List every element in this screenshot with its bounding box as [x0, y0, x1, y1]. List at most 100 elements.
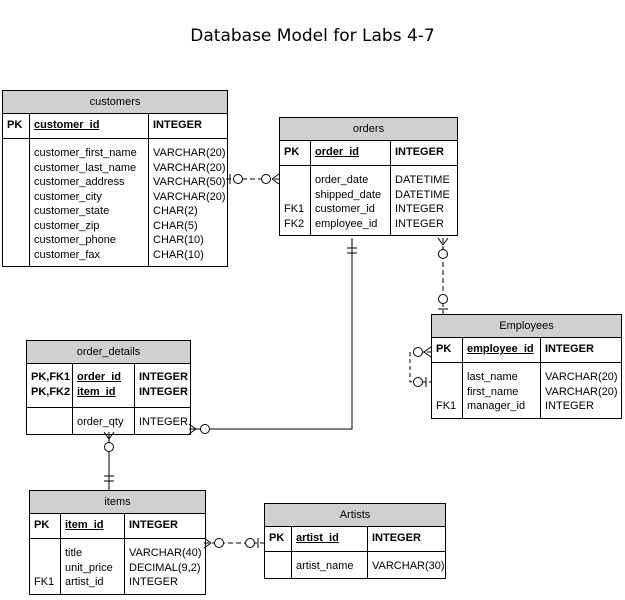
field-type: DATETIME — [395, 188, 450, 201]
attribute-prefixes — [3, 139, 30, 266]
pk-field-type: INTEGER — [139, 371, 188, 383]
entity-orders-header: orders — [280, 118, 457, 141]
attribute-names: title unit_price artist_id — [61, 539, 125, 594]
pk-field-type: INTEGER — [372, 532, 421, 544]
attribute-prefixes: FK1 FK2 — [280, 166, 311, 235]
pk-label: PK — [432, 338, 463, 362]
entity-employees-pk-row: PK employee_id INTEGER — [432, 338, 621, 363]
attribute-types: INTEGER — [135, 408, 188, 434]
field-type: CHAR(2) — [153, 205, 198, 217]
entity-order-details-header: order_details — [27, 341, 190, 364]
attribute-types: VARCHAR(30) — [368, 552, 445, 578]
attribute-prefixes — [265, 552, 292, 578]
fk-label: FK1 — [436, 400, 457, 412]
field-name: manager_id — [467, 400, 526, 412]
field-type: DECIMAL(9,2) — [129, 561, 201, 574]
relationship-customers-orders — [226, 173, 280, 185]
pk-field-name: customer_id — [30, 114, 149, 138]
fk-label: FK2 — [284, 217, 305, 230]
entity-artists-pk-row: PK artist_id INTEGER — [265, 527, 445, 552]
field-name: customer_phone — [34, 234, 116, 246]
field-name: customer_city — [34, 190, 102, 203]
pk-field-name: order_id — [77, 371, 122, 383]
field-name: artist_name — [296, 560, 354, 572]
pk-field-name: order_id — [311, 141, 391, 165]
attribute-types: VARCHAR(40) DECIMAL(9,2) INTEGER — [125, 539, 202, 594]
field-type: CHAR(5) — [153, 219, 198, 232]
field-type: INTEGER — [395, 217, 444, 230]
field-type: VARCHAR(50) — [153, 176, 226, 188]
field-type: CHAR(10) — [153, 248, 204, 261]
field-name: customer_zip — [34, 219, 100, 232]
field-type: INTEGER — [129, 576, 178, 588]
field-name: customer_first_name — [34, 147, 137, 159]
field-name: customer_address — [34, 176, 125, 188]
attribute-prefixes: FK1 — [432, 363, 463, 418]
field-type: INTEGER — [395, 203, 444, 215]
pk-field-type: INTEGER — [153, 119, 202, 131]
relationship-employees-manager — [409, 346, 432, 387]
entity-employees-attributes: FK1 last_name first_name manager_id VARC… — [432, 363, 621, 418]
entity-order-details-pk-rows: PK,FK1 PK,FK2 order_id item_id INTEGER I… — [27, 364, 190, 408]
pk-field-types: INTEGER INTEGER — [135, 364, 188, 407]
relationship-items-order-details — [103, 431, 115, 490]
field-type: VARCHAR(20) — [545, 385, 618, 398]
entity-artists: Artists PK artist_id INTEGER artist_name… — [264, 503, 446, 579]
entity-artists-attributes: artist_name VARCHAR(30) — [265, 552, 445, 578]
entity-order-details-attributes: order_qty INTEGER — [27, 408, 190, 434]
attribute-names: order_date shipped_date customer_id empl… — [311, 166, 391, 235]
field-name: customer_id — [315, 203, 375, 215]
fk-label: FK1 — [284, 203, 305, 215]
pk-label: PK — [265, 527, 292, 551]
field-type: INTEGER — [139, 416, 188, 428]
entity-customers-pk-row: PK customer_id INTEGER — [3, 114, 227, 139]
pk-field-type: INTEGER — [129, 519, 178, 531]
pk-fk-label: PK,FK2 — [31, 385, 71, 398]
field-name: first_name — [467, 385, 519, 398]
pk-labels: PK,FK1 PK,FK2 — [27, 364, 73, 407]
pk-field-name: employee_id — [463, 338, 541, 362]
field-name: customer_state — [34, 205, 110, 217]
pk-field-type: INTEGER — [139, 385, 188, 398]
attribute-types: VARCHAR(20) VARCHAR(20) VARCHAR(50) VARC… — [149, 139, 226, 266]
field-name: unit_price — [65, 561, 113, 574]
field-type: DATETIME — [395, 174, 450, 186]
field-name: employee_id — [315, 217, 378, 230]
attribute-types: VARCHAR(20) VARCHAR(20) INTEGER — [541, 363, 618, 418]
field-name: artist_id — [65, 576, 104, 588]
fk-label: FK1 — [34, 576, 55, 588]
pk-field-type: INTEGER — [545, 343, 594, 355]
pk-field-names: order_id item_id — [73, 364, 135, 407]
attribute-types: DATETIME DATETIME INTEGER INTEGER — [391, 166, 450, 235]
field-name: last_name — [467, 371, 518, 383]
attribute-names: last_name first_name manager_id — [463, 363, 541, 418]
entity-artists-header: Artists — [265, 504, 445, 527]
entity-customers-attributes: customer_first_name customer_last_name c… — [3, 139, 227, 266]
field-name: title — [65, 547, 83, 559]
field-name: order_qty — [77, 416, 124, 428]
attribute-names: customer_first_name customer_last_name c… — [30, 139, 149, 266]
relationship-employees-orders — [437, 237, 449, 314]
entity-items-header: items — [30, 491, 205, 514]
entity-orders-pk-row: PK order_id INTEGER — [280, 141, 457, 166]
pk-field-name: artist_id — [292, 527, 368, 551]
entity-employees: Employees PK employee_id INTEGER FK1 las… — [431, 314, 622, 419]
pk-field-name: item_id — [61, 514, 125, 538]
attribute-prefixes: FK1 — [30, 539, 61, 594]
pk-fk-label: PK,FK1 — [31, 371, 71, 383]
attribute-prefixes — [27, 408, 73, 434]
field-name: customer_last_name — [34, 161, 137, 174]
field-type: INTEGER — [545, 400, 594, 412]
entity-items-attributes: FK1 title unit_price artist_id VARCHAR(4… — [30, 539, 205, 594]
pk-label: PK — [3, 114, 30, 138]
field-name: order_date — [315, 174, 369, 186]
entity-items: items PK item_id INTEGER FK1 title unit_… — [29, 490, 206, 595]
field-name: shipped_date — [315, 188, 382, 201]
pk-label: PK — [280, 141, 311, 165]
pk-field-name: item_id — [77, 385, 116, 398]
field-name: customer_fax — [34, 248, 101, 261]
field-type: VARCHAR(20) — [153, 147, 226, 159]
diagram-title: Database Model for Labs 4-7 — [190, 26, 435, 46]
entity-order-details: order_details PK,FK1 PK,FK2 order_id ite… — [26, 340, 191, 435]
